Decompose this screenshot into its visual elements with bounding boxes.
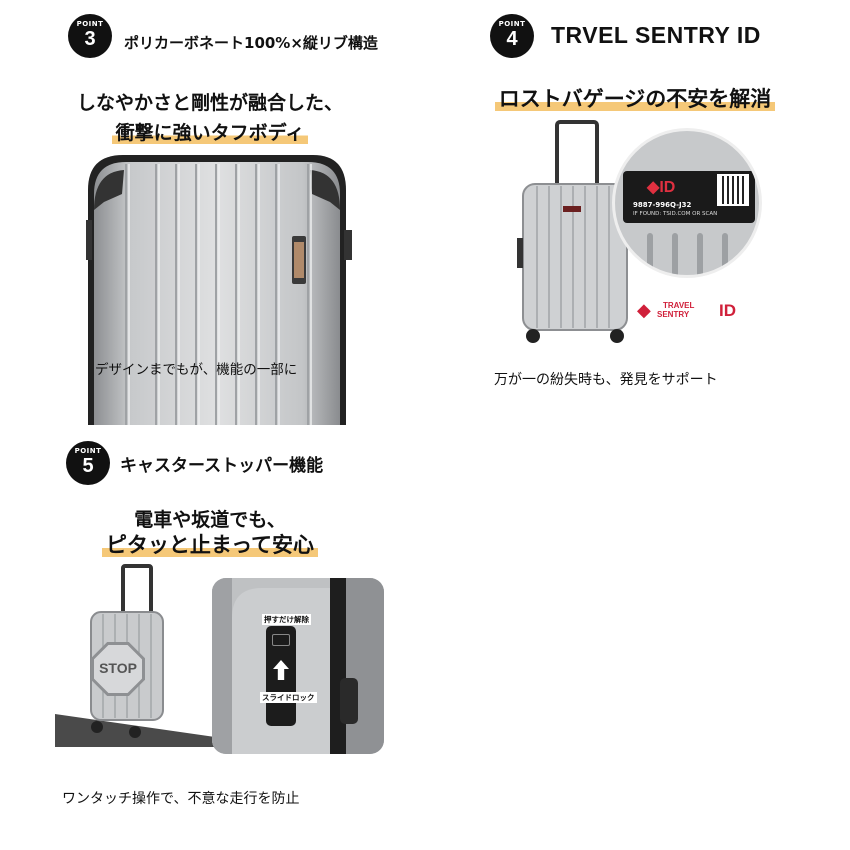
unlock-button[interactable]	[272, 634, 290, 646]
point3-badge-label: POINT	[76, 20, 104, 28]
up-arrow-icon	[273, 660, 289, 680]
sentry-logo-line1: TRAVEL	[663, 301, 695, 310]
point3-catch-line1: しなやかさと剛性が融合した、	[76, 92, 343, 114]
point4-catch-highlight: ロストバゲージの不安を解消	[494, 87, 776, 111]
tsid-tag-logo: ◆ID	[647, 177, 675, 197]
point3-title: ポリカーボネート100%×縦リブ構造	[124, 34, 378, 52]
slope-suitcase-illustration: STOP	[55, 562, 215, 747]
point5-catch-line2: ピタッと止まって安心	[60, 529, 360, 559]
point4-catch: ロストバゲージの不安を解消	[470, 83, 800, 113]
sentry-logo-id: ID	[719, 301, 736, 320]
point5-title: キャスターストッパー機能	[120, 456, 324, 476]
point3-badge: POINT 3	[68, 14, 112, 58]
point3-suitcase-photo	[78, 150, 354, 425]
point4-badge-label: POINT	[498, 20, 526, 28]
point5-caption: ワンタッチ操作で、不意な走行を防止	[62, 791, 300, 807]
point4-zoom-circle: ◆ID 9887-996Q-J32 IF FOUND: TSID.COM OR …	[612, 128, 762, 278]
sentry-logo-line2: SENTRY	[657, 310, 690, 319]
stopper-slide-lock-label: スライドロック	[260, 692, 317, 703]
stop-sign-inner: STOP	[94, 645, 142, 693]
stop-sign-icon: STOP	[91, 642, 145, 696]
point5-badge: POINT 5	[66, 441, 110, 485]
stopper-body	[212, 578, 384, 754]
point3-catch-highlight: 衝撃に強いタフボディ	[111, 122, 309, 144]
point3-overlay-text: デザインまでもが、機能の一部に	[95, 362, 298, 378]
zoom-ribs	[647, 233, 728, 275]
point5-badge-label: POINT	[74, 447, 102, 455]
point3-catch-line2: 衝撃に強いタフボディ	[60, 118, 360, 145]
point5-badge-number: 5	[82, 455, 94, 477]
point5-catch-highlight: ピタッと止まって安心	[101, 533, 319, 557]
point4-caption: 万が一の紛失時も、発見をサポート	[494, 372, 718, 388]
travel-sentry-logo: ◆ TRAVEL SENTRY ID	[637, 300, 747, 322]
stopper-lock-switch[interactable]	[266, 626, 296, 726]
tsid-diamond-icon: ◆	[647, 179, 660, 196]
point4-title: TRVEL SENTRY ID	[551, 22, 761, 48]
tsid-tag-id: ID	[659, 179, 676, 196]
tsid-tag-code: 9887-996Q-J32	[633, 201, 692, 209]
stop-sign-text: STOP	[99, 660, 137, 676]
sentry-diamond-icon: ◆	[637, 300, 651, 321]
point5-catch-line1: 電車や坂道でも、	[134, 509, 286, 531]
point4-badge-number: 4	[506, 28, 518, 50]
qr-code-icon	[717, 174, 749, 206]
point3-badge-number: 3	[84, 28, 96, 50]
stopper-unlock-label: 押すだけ解除	[262, 614, 311, 625]
point4-suitcase-photo	[515, 118, 635, 348]
stopper-closeup-photo: 押すだけ解除 スライドロック	[212, 578, 384, 754]
tsid-tag-note: IF FOUND: TSID.COM OR SCAN	[633, 211, 718, 217]
point4-badge: POINT 4	[490, 14, 534, 58]
tsid-tag: ◆ID 9887-996Q-J32 IF FOUND: TSID.COM OR …	[623, 171, 755, 223]
